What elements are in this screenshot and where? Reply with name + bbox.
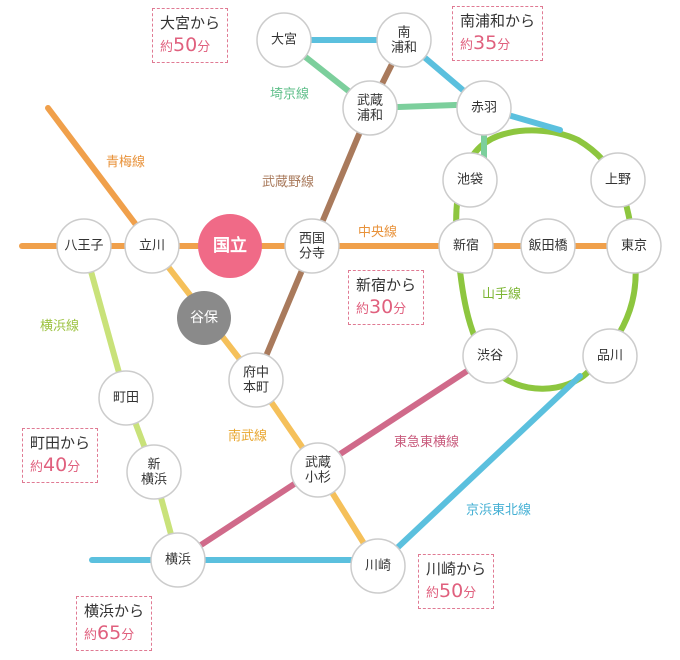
station-yokohama[interactable]: 横浜 (150, 532, 206, 588)
station-label: 東京 (621, 238, 647, 254)
station-machida[interactable]: 町田 (98, 370, 154, 426)
station-nishikokubunji[interactable]: 西国分寺 (284, 218, 340, 274)
travel-box-omiya: 大宮から 約50分 (152, 8, 229, 63)
travel-minutes: 40 (43, 454, 68, 476)
station-ueno[interactable]: 上野 (590, 152, 646, 208)
travel-box-kawasaki: 川崎から 約50分 (418, 554, 495, 609)
station-label: 新宿 (453, 238, 479, 254)
travel-unit: 分 (463, 586, 477, 601)
travel-from: 新宿から (356, 276, 417, 294)
travel-box-yokohama: 横浜から 約65分 (76, 596, 153, 651)
travel-prefix: 約 (84, 628, 98, 643)
travel-unit: 分 (393, 302, 407, 317)
station-label: 渋谷 (477, 349, 503, 364)
station-minami-urawa[interactable]: 南浦和 (376, 12, 432, 68)
station-ikebukuro[interactable]: 池袋 (442, 152, 498, 208)
station-tokyo[interactable]: 東京 (606, 218, 662, 274)
travel-unit: 分 (497, 38, 511, 53)
station-musashi-kosugi[interactable]: 武蔵小杉 (290, 442, 346, 498)
travel-minutes: 30 (369, 296, 394, 318)
travel-unit: 分 (197, 40, 211, 55)
station-label: 立川 (139, 239, 165, 254)
line-label-yamanote: 山手線 (482, 286, 521, 302)
saikyo-line-path (281, 37, 487, 183)
station-fuchu-honmachi[interactable]: 府中本町 (228, 352, 284, 408)
station-label: 国立 (213, 235, 247, 256)
stations: 大宮 南浦和 武蔵浦和 赤羽 池袋 上野 八王子 立川 (56, 12, 662, 594)
station-label: 上野 (605, 173, 631, 188)
station-shin-yokohama[interactable]: 新横浜 (126, 444, 182, 500)
station-iidabashi[interactable]: 飯田橋 (520, 218, 576, 274)
line-label-nambu: 南武線 (228, 428, 267, 444)
travel-unit: 分 (67, 460, 81, 475)
station-label: 池袋 (457, 173, 483, 188)
station-label: 飯田橋 (528, 239, 567, 254)
station-kunitachi-hub[interactable]: 国立 (198, 214, 262, 278)
station-label: 府中本町 (243, 365, 269, 395)
travel-minutes: 35 (473, 32, 498, 54)
station-tachikawa[interactable]: 立川 (124, 218, 180, 274)
travel-box-shinjuku: 新宿から 約30分 (348, 270, 425, 325)
station-kawasaki[interactable]: 川崎 (350, 538, 406, 594)
ome-line-path (45, 105, 155, 249)
line-labels: 青梅線 埼京線 武蔵野線 中央線 山手線 横浜線 南武線 東急東横線 京浜東北線 (40, 86, 531, 518)
line-label-musashino: 武蔵野線 (262, 174, 314, 190)
line-label-keihin: 京浜東北線 (466, 502, 531, 518)
station-musashi-urawa[interactable]: 武蔵浦和 (342, 80, 398, 136)
line-label-chuo: 中央線 (358, 224, 397, 240)
station-akabane[interactable]: 赤羽 (456, 80, 512, 136)
line-label-yokohama: 横浜線 (40, 318, 79, 334)
station-label: 大宮 (271, 32, 297, 48)
station-hachioji[interactable]: 八王子 (56, 218, 112, 274)
station-shibuya[interactable]: 渋谷 (462, 328, 518, 384)
line-label-toyoko: 東急東横線 (394, 434, 459, 450)
station-label: 西国分寺 (299, 231, 325, 261)
travel-box-machida: 町田から 約40分 (22, 428, 99, 483)
station-label: 赤羽 (471, 101, 497, 116)
travel-box-minami-urawa: 南浦和から 約35分 (452, 6, 544, 61)
station-label: 新横浜 (141, 456, 167, 487)
station-label: 武蔵小杉 (305, 455, 331, 485)
station-yaho[interactable]: 谷保 (177, 291, 231, 345)
station-label: 横浜 (165, 553, 191, 568)
travel-minutes: 50 (173, 34, 198, 56)
yokohama-line-path (81, 243, 181, 563)
travel-from: 南浦和から (460, 12, 536, 30)
travel-from: 横浜から (84, 602, 145, 620)
travel-minutes: 50 (439, 580, 464, 602)
keihin-line-path (281, 37, 563, 133)
station-label: 川崎 (365, 559, 391, 574)
station-label: 谷保 (190, 310, 218, 326)
station-shinagawa[interactable]: 品川 (582, 328, 638, 384)
travel-unit: 分 (121, 628, 135, 643)
station-label: 品川 (597, 349, 623, 364)
travel-minutes: 65 (97, 622, 122, 644)
station-omiya[interactable]: 大宮 (256, 12, 312, 68)
station-label: 武蔵浦和 (357, 93, 383, 123)
keihin-line-south-path (375, 373, 583, 569)
line-label-ome: 青梅線 (106, 154, 145, 170)
station-label: 町田 (113, 391, 139, 406)
station-label: 南浦和 (391, 24, 417, 55)
travel-prefix: 約 (460, 38, 474, 53)
travel-from: 町田から (30, 434, 91, 452)
line-label-saikyo: 埼京線 (270, 86, 309, 102)
travel-prefix: 約 (426, 586, 440, 601)
travel-from: 川崎から (426, 560, 487, 578)
station-label: 八王子 (64, 239, 103, 254)
travel-prefix: 約 (30, 460, 44, 475)
travel-from: 大宮から (160, 14, 221, 32)
travel-prefix: 約 (160, 40, 174, 55)
station-shinjuku[interactable]: 新宿 (438, 218, 494, 274)
travel-prefix: 約 (356, 302, 370, 317)
